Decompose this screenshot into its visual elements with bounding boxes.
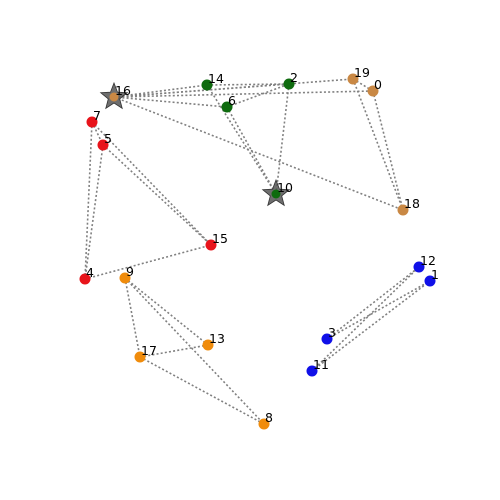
edge-16-6 <box>113 96 228 108</box>
edge-14-2 <box>206 83 290 86</box>
node-label-2: 2 <box>290 70 298 85</box>
node-0 <box>367 85 379 97</box>
edge-6-2 <box>226 83 290 108</box>
node-label-16: 16 <box>115 83 131 98</box>
node-label-10: 10 <box>277 180 293 195</box>
node-label-14: 14 <box>208 71 224 86</box>
node-2 <box>283 78 295 90</box>
nodes-layer <box>79 73 436 430</box>
node-label-4: 4 <box>86 265 94 280</box>
node-label-1: 1 <box>431 267 439 282</box>
node-label-15: 15 <box>212 231 228 246</box>
node-5 <box>97 139 109 151</box>
node-17 <box>134 351 146 363</box>
edges-layer <box>84 78 431 425</box>
node-label-17: 17 <box>141 343 157 358</box>
node-label-18: 18 <box>404 196 420 211</box>
node-3 <box>321 333 333 345</box>
node-label-12: 12 <box>420 253 436 268</box>
node-label-7: 7 <box>93 108 101 123</box>
edge-3-12 <box>326 266 420 340</box>
node-6 <box>221 101 233 113</box>
node-14 <box>201 79 213 91</box>
node-10 <box>271 189 281 199</box>
edge-16-14 <box>113 84 208 98</box>
node-label-13: 13 <box>209 331 225 346</box>
edge-16-18 <box>113 96 404 211</box>
edge-11-1 <box>311 280 431 372</box>
edge-9-13 <box>124 277 209 346</box>
edge-7-15 <box>91 121 212 246</box>
node-label-19: 19 <box>354 65 370 80</box>
edge-2-10 <box>275 83 290 195</box>
node-8 <box>258 418 270 430</box>
edge-5-15 <box>102 144 212 246</box>
node-label-3: 3 <box>328 325 336 340</box>
edge-19-18 <box>352 78 404 211</box>
node-12 <box>413 261 425 273</box>
node-18 <box>397 204 409 216</box>
node-label-5: 5 <box>104 131 112 146</box>
edge-14-10 <box>206 84 277 195</box>
edge-7-4 <box>84 121 93 280</box>
node-7 <box>86 116 98 128</box>
edge-3-1 <box>326 280 431 340</box>
edge-16-0 <box>113 90 374 98</box>
node-1 <box>424 275 436 287</box>
edge-5-4 <box>84 144 104 280</box>
node-4 <box>79 273 91 285</box>
node-11 <box>306 365 318 377</box>
node-label-0: 0 <box>374 77 382 92</box>
edge-4-15 <box>84 244 212 280</box>
edge-11-12 <box>311 266 420 372</box>
node-16 <box>109 92 119 102</box>
node-label-9: 9 <box>126 264 134 279</box>
edge-17-8 <box>139 356 265 425</box>
node-label-8: 8 <box>265 410 273 425</box>
node-19 <box>347 73 359 85</box>
node-label-11: 11 <box>313 357 329 372</box>
node-label-6: 6 <box>228 93 236 108</box>
node-15 <box>205 239 217 251</box>
node-9 <box>119 272 131 284</box>
node-13 <box>202 339 214 351</box>
edge-17-13 <box>139 344 209 358</box>
edge-0-18 <box>372 90 404 211</box>
edge-9-17 <box>124 277 141 358</box>
